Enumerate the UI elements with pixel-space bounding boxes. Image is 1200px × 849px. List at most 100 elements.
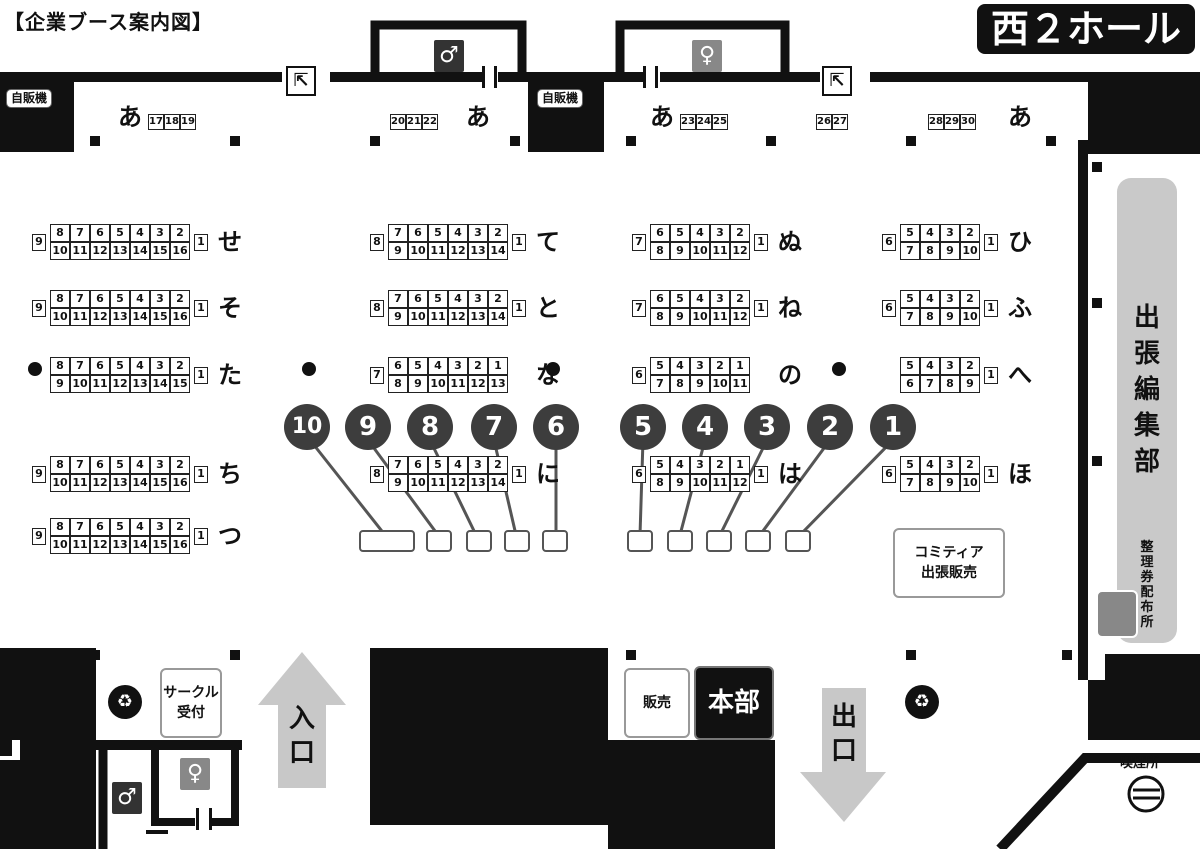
booth-cell[interactable]: 7 [900, 242, 920, 260]
comitia-sales-box[interactable]: コミティア出張販売 [893, 528, 1005, 598]
booth-cell[interactable]: 30 [960, 114, 976, 130]
booth-cell[interactable]: 8 [650, 308, 670, 326]
booth-cell[interactable]: 11 [710, 242, 730, 260]
booth-cell[interactable]: 14 [488, 308, 508, 326]
booth-cell[interactable]: 3 [150, 290, 170, 308]
booth-end-cell[interactable]: 6 [882, 465, 896, 483]
booth-cell[interactable]: 15 [150, 308, 170, 326]
booth-cell[interactable]: 2 [730, 224, 750, 242]
booth-cell[interactable]: 5 [428, 290, 448, 308]
booth-cell[interactable]: 6 [90, 290, 110, 308]
callout-3[interactable]: 3 [744, 404, 790, 450]
booth-cell[interactable]: 5 [110, 518, 130, 536]
booth-cell[interactable]: 7 [388, 290, 408, 308]
booth-cell[interactable]: 4 [920, 357, 940, 375]
booth-cell[interactable]: 14 [130, 308, 150, 326]
booth-cell[interactable]: 1 [730, 456, 750, 474]
booth-cell[interactable]: 6 [388, 357, 408, 375]
booth-cell[interactable]: 10 [710, 375, 730, 393]
booth-cell[interactable]: 9 [50, 375, 70, 393]
booth-cell[interactable]: 25 [712, 114, 728, 130]
ticket-booth[interactable] [1096, 590, 1138, 638]
booth-cell[interactable]: 11 [70, 308, 90, 326]
booth-cell[interactable]: 16 [170, 308, 190, 326]
booth-cell[interactable]: 4 [920, 290, 940, 308]
booth-cell[interactable]: 5 [428, 224, 448, 242]
booth-cell[interactable]: 24 [696, 114, 712, 130]
booth-cell[interactable]: 5 [900, 224, 920, 242]
booth-cell[interactable]: 3 [150, 456, 170, 474]
booth-cell[interactable]: 7 [920, 375, 940, 393]
booth-cell[interactable]: 11 [70, 536, 90, 554]
booth-cell[interactable]: 12 [90, 242, 110, 260]
callout-7[interactable]: 7 [471, 404, 517, 450]
callout-1[interactable]: 1 [870, 404, 916, 450]
booth-cell[interactable]: 6 [408, 290, 428, 308]
booth-cell[interactable]: 2 [488, 224, 508, 242]
booth-cell[interactable]: 18 [164, 114, 180, 130]
booth-cell[interactable]: 2 [960, 224, 980, 242]
booth-cell[interactable]: 9 [388, 308, 408, 326]
booth-end-cell[interactable]: 1 [512, 465, 526, 483]
booth-spot[interactable] [542, 530, 568, 552]
booth-end-cell[interactable]: 9 [32, 527, 46, 545]
booth-cell[interactable]: 10 [50, 308, 70, 326]
booth-end-cell[interactable]: 1 [194, 366, 208, 384]
booth-cell[interactable]: 2 [960, 290, 980, 308]
booth-cell[interactable]: 3 [468, 456, 488, 474]
booth-cell[interactable]: 4 [920, 224, 940, 242]
booth-cell[interactable]: 22 [422, 114, 438, 130]
booth-cell[interactable]: 3 [940, 290, 960, 308]
booth-end-cell[interactable]: 1 [984, 366, 998, 384]
booth-cell[interactable]: 1 [488, 357, 508, 375]
booth-cell[interactable]: 6 [650, 290, 670, 308]
booth-cell[interactable]: 6 [900, 375, 920, 393]
booth-cell[interactable]: 8 [650, 474, 670, 492]
booth-cell[interactable]: 7 [900, 308, 920, 326]
booth-cell[interactable]: 4 [670, 456, 690, 474]
booth-cell[interactable]: 3 [940, 357, 960, 375]
booth-cell[interactable]: 5 [650, 456, 670, 474]
booth-cell[interactable]: 13 [468, 308, 488, 326]
booth-cell[interactable]: 23 [680, 114, 696, 130]
booth-cell[interactable]: 17 [148, 114, 164, 130]
booth-end-cell[interactable]: 1 [754, 465, 768, 483]
booth-cell[interactable]: 4 [130, 290, 150, 308]
booth-end-cell[interactable]: 1 [194, 465, 208, 483]
booth-cell[interactable]: 6 [90, 518, 110, 536]
booth-end-cell[interactable]: 6 [632, 465, 646, 483]
booth-cell[interactable]: 10 [690, 308, 710, 326]
booth-end-cell[interactable]: 1 [194, 527, 208, 545]
booth-cell[interactable]: 5 [110, 290, 130, 308]
booth-cell[interactable]: 6 [650, 224, 670, 242]
booth-cell[interactable]: 12 [730, 474, 750, 492]
booth-cell[interactable]: 2 [170, 290, 190, 308]
booth-cell[interactable]: 11 [710, 474, 730, 492]
circle-reception-box[interactable]: サークル受付 [160, 668, 222, 738]
booth-end-cell[interactable]: 9 [32, 233, 46, 251]
booth-cell[interactable]: 9 [408, 375, 428, 393]
booth-cell[interactable]: 29 [944, 114, 960, 130]
booth-cell[interactable]: 9 [388, 474, 408, 492]
booth-cell[interactable]: 7 [388, 224, 408, 242]
booth-cell[interactable]: 13 [130, 375, 150, 393]
booth-cell[interactable]: 10 [50, 536, 70, 554]
booth-cell[interactable]: 11 [90, 375, 110, 393]
booth-spot[interactable] [359, 530, 415, 552]
booth-cell[interactable]: 7 [70, 290, 90, 308]
booth-cell[interactable]: 15 [150, 474, 170, 492]
booth-end-cell[interactable]: 7 [632, 233, 646, 251]
booth-cell[interactable]: 5 [110, 224, 130, 242]
booth-cell[interactable]: 10 [50, 474, 70, 492]
booth-cell[interactable]: 12 [110, 375, 130, 393]
booth-cell[interactable]: 5 [110, 357, 130, 375]
booth-cell[interactable]: 9 [670, 308, 690, 326]
booth-cell[interactable]: 3 [940, 456, 960, 474]
booth-cell[interactable]: 10 [70, 375, 90, 393]
booth-end-cell[interactable]: 6 [882, 299, 896, 317]
booth-cell[interactable]: 12 [90, 308, 110, 326]
booth-cell[interactable]: 7 [70, 357, 90, 375]
booth-cell[interactable]: 21 [406, 114, 422, 130]
booth-cell[interactable]: 4 [130, 518, 150, 536]
callout-9[interactable]: 9 [345, 404, 391, 450]
